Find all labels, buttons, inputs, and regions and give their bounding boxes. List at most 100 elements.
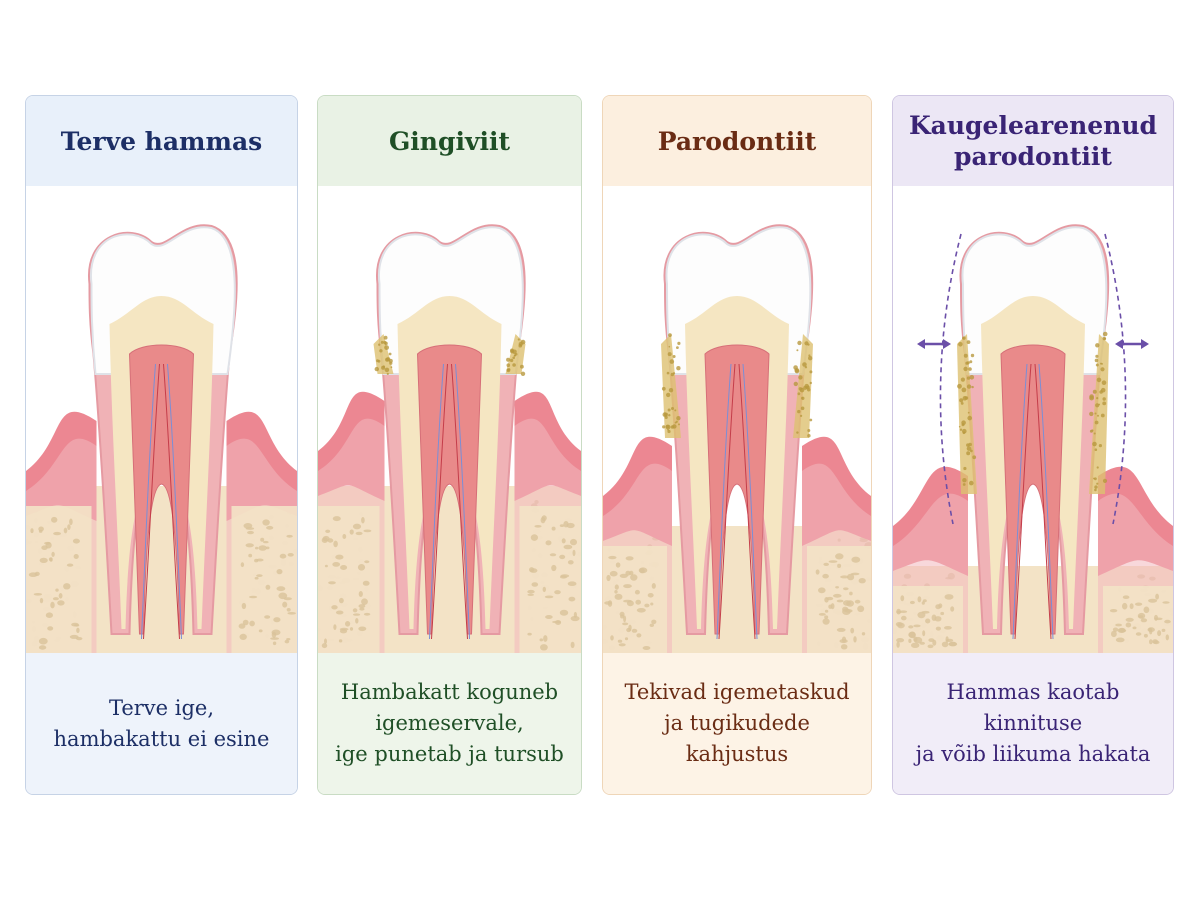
bone-pore [362, 580, 370, 586]
bone-pore [72, 538, 80, 544]
bone-pore [642, 646, 651, 650]
plaque-speck [969, 360, 973, 364]
bone-pore [623, 615, 627, 623]
bone-pore [606, 574, 611, 582]
bone-pore [549, 553, 557, 557]
plaque-speck [386, 357, 391, 362]
bone-pore [1122, 595, 1130, 599]
bone-pore [608, 555, 617, 560]
bone-pore [1157, 630, 1162, 637]
plaque-speck [379, 349, 383, 353]
stage-title: Terve hammas [26, 96, 297, 186]
plaque-speck [674, 409, 677, 412]
plaque-speck [1094, 358, 1099, 363]
plaque-speck [1093, 432, 1096, 435]
bone-pore [938, 603, 943, 609]
stage-description-line: Terve ige, [108, 695, 215, 720]
nerve-line [1012, 363, 1028, 640]
plaque-speck [1094, 488, 1097, 492]
bone-pore [239, 633, 247, 640]
stage-description-line: Hambakatt koguneb [340, 680, 559, 704]
bone-pore [248, 553, 253, 558]
plaque-speck [664, 412, 668, 417]
bone-pore [919, 641, 925, 645]
bone-pore [631, 628, 638, 633]
bone-pore [238, 623, 246, 629]
bone-pore [57, 600, 65, 606]
plaque-speck [963, 466, 967, 471]
bone-pore [858, 578, 866, 584]
bone-pore [908, 625, 914, 629]
stage-card-healthy: Terve hammas Terve ige, hambakattu ei es… [25, 95, 298, 795]
plaque-speck [1095, 354, 1099, 358]
plaque-speck [967, 415, 972, 421]
bone-pore [647, 593, 654, 598]
bone-pore [1149, 639, 1153, 645]
bone-pore [241, 602, 247, 610]
plaque-speck [512, 363, 516, 367]
plaque-speck [676, 366, 681, 371]
bone-pore [828, 560, 838, 563]
bone-pore [339, 597, 344, 604]
plaque-speck [1102, 401, 1107, 406]
plaque-speck [966, 376, 971, 380]
stage-title: Gingiviit [318, 96, 581, 186]
bone-pore [324, 564, 328, 568]
bone-pore [67, 524, 71, 530]
bone-pore [263, 540, 269, 544]
plaque-speck [800, 406, 805, 411]
bone-pore [635, 599, 641, 605]
pulp [128, 344, 195, 635]
plaque-speck [1100, 413, 1105, 418]
bone-pore [822, 618, 830, 625]
plaque-speck [960, 402, 964, 405]
vessel-line [1014, 363, 1032, 640]
bone-pore [824, 615, 829, 619]
plaque-speck [957, 383, 962, 389]
bone-pore [63, 583, 71, 590]
plaque-speck [807, 429, 811, 432]
bone-pore [286, 638, 291, 641]
bone-pore [901, 615, 907, 621]
nerve-line [141, 363, 156, 640]
plaque-speck [1102, 478, 1108, 483]
bone-pore [617, 639, 623, 643]
bone-pore [529, 567, 535, 573]
bone-pore [835, 553, 844, 560]
plaque-speck [793, 381, 798, 387]
tooth-diagram-svg [26, 224, 297, 653]
bone-left [603, 546, 667, 653]
bone-pore [352, 523, 362, 530]
tooth-diagram-svg [893, 224, 1173, 653]
bone-pore [1143, 633, 1148, 638]
plaque-speck [1096, 397, 1099, 400]
bone-pore [266, 525, 274, 530]
plaque-speck [676, 416, 681, 421]
mobility-arrow-head [1141, 339, 1149, 349]
bone-pore [325, 529, 331, 533]
bone-pore [1115, 637, 1125, 643]
bone-pore [73, 554, 79, 559]
bone-pore [1152, 640, 1160, 645]
plaque-speck [971, 385, 974, 389]
bone-pore [30, 528, 34, 534]
bone-pore [76, 627, 80, 633]
bone-pore [573, 611, 577, 618]
bone-pore [1117, 628, 1126, 633]
bone-pore [1155, 593, 1159, 600]
tooth-diagram-svg [318, 224, 581, 653]
stage-card-gingivitis: Gingiviit Hambakatt koguneb igemeservale… [317, 95, 582, 795]
bone-pore [1140, 618, 1148, 623]
bone-pore [623, 584, 632, 589]
stage-description: Hammas kaotab kinnituse ja võib liikuma … [893, 653, 1173, 794]
bone-pore [332, 516, 341, 522]
plaque-speck [507, 368, 511, 371]
bone-pore [818, 587, 826, 594]
plaque-speck [968, 367, 972, 371]
bone-pore [45, 612, 53, 618]
plaque-speck [966, 446, 972, 451]
plaque-speck [661, 386, 666, 391]
bone-pore [1109, 609, 1118, 613]
bone-pore [624, 637, 629, 641]
bone-pore [857, 605, 865, 613]
